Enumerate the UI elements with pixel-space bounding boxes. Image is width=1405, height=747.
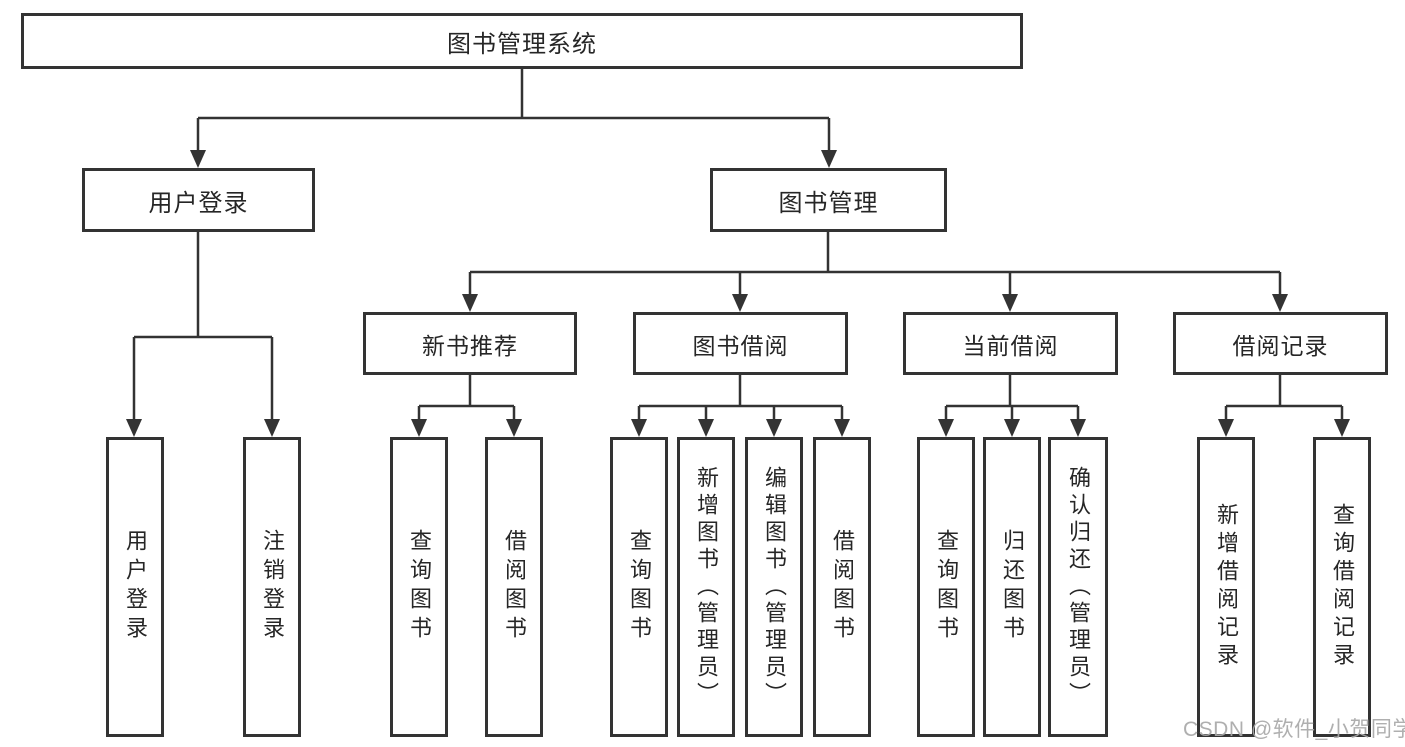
leaf-add-books-admin: 新增图书（管理员） (677, 437, 735, 737)
csdn-watermark: CSDN @软件_小贺同学 (1183, 718, 1405, 741)
leaf-borrow-books-borrowing: 借阅图书 (813, 437, 871, 737)
node-library-system: 图书管理系统 (21, 13, 1023, 69)
node-current-borrowing: 当前借阅 (903, 312, 1118, 375)
leaf-query-books-recommend: 查询图书 (390, 437, 448, 737)
node-user-login: 用户登录 (82, 168, 315, 232)
leaf-query-borrow-record: 查询借阅记录 (1313, 437, 1371, 737)
node-new-book-recommend: 新书推荐 (363, 312, 577, 375)
tree-edges (132, 69, 1344, 421)
leaf-confirm-return-admin: 确认归还（管理员） (1048, 437, 1108, 737)
leaf-edit-books-admin: 编辑图书（管理员） (745, 437, 803, 737)
arrow-head-icons (126, 150, 1350, 437)
leaf-return-books: 归还图书 (983, 437, 1041, 737)
leaf-query-books-borrowing: 查询图书 (610, 437, 668, 737)
leaf-borrow-books-recommend: 借阅图书 (485, 437, 543, 737)
leaf-logout: 注销登录 (243, 437, 301, 737)
leaf-query-books-current: 查询图书 (917, 437, 975, 737)
leaf-user-login: 用户登录 (106, 437, 164, 737)
node-book-borrowing: 图书借阅 (633, 312, 848, 375)
node-borrowing-records: 借阅记录 (1173, 312, 1388, 375)
node-book-management: 图书管理 (710, 168, 947, 232)
leaf-add-borrow-record: 新增借阅记录 (1197, 437, 1255, 737)
